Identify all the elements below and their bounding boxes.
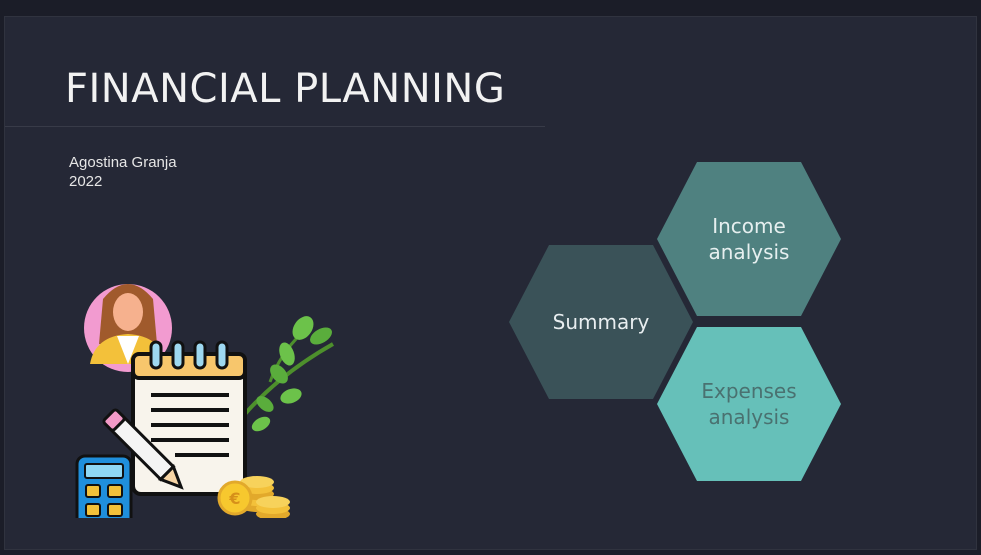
hex-expenses-analysis-label: Expenses analysis — [701, 379, 797, 429]
hex-summary-label: Summary — [552, 310, 650, 334]
hex-income-analysis[interactable]: Income analysis — [657, 162, 841, 316]
title-divider — [5, 126, 545, 127]
coins-icon: € — [217, 476, 290, 520]
slide-subtitle: Agostina Granja 2022 — [69, 153, 177, 191]
year: 2022 — [69, 173, 103, 190]
financial-illustration: € — [65, 264, 345, 528]
pencil-icon — [102, 408, 184, 490]
euro-symbol: € — [228, 489, 240, 508]
hex-summary[interactable]: Summary — [509, 245, 693, 399]
author-name: Agostina Granja — [69, 154, 177, 171]
plant-icon — [243, 316, 334, 432]
slide: FINANCIAL PLANNING Agostina Granja 2022 — [4, 16, 977, 550]
hex-expenses-analysis[interactable]: Expenses analysis — [657, 327, 841, 481]
slide-title: FINANCIAL PLANNING — [65, 66, 506, 112]
calculator-icon — [75, 454, 133, 528]
hex-income-analysis-label: Income analysis — [708, 214, 790, 264]
notepad-icon — [131, 340, 247, 496]
